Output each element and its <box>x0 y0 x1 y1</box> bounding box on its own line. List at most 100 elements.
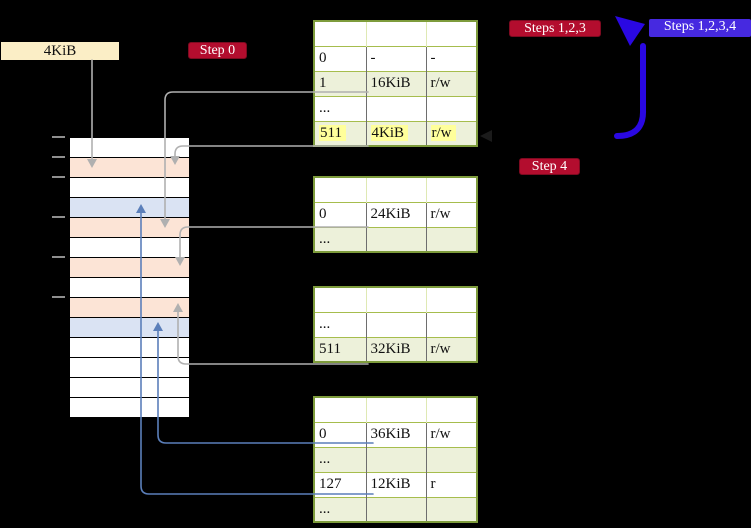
table-cell: 1 <box>314 70 366 96</box>
badge-step-4: Step 4 <box>519 158 580 175</box>
table-cell <box>365 311 426 337</box>
memory-frame-row-peach <box>70 218 189 238</box>
physical-memory-strip <box>69 137 190 418</box>
highlighted-value: 511 <box>319 124 346 141</box>
table-cell <box>365 226 426 252</box>
memory-frame-row-peach <box>70 258 189 278</box>
highlighted-value: r/w <box>430 124 456 141</box>
table-row: ... <box>314 226 477 252</box>
table-cell: r <box>425 471 477 497</box>
column-header: Flags <box>425 287 477 312</box>
address-tick <box>52 176 65 178</box>
table-cell: 4KiB <box>365 120 426 146</box>
memory-frame-row-white <box>70 178 189 198</box>
badge-step-0: Step 0 <box>188 42 247 59</box>
table-cell: - <box>365 45 426 71</box>
column-header: Index <box>320 401 357 418</box>
table-cell <box>425 446 477 472</box>
address-tick <box>52 296 65 298</box>
memory-frame-row-white <box>70 238 189 258</box>
loop-back-arrow <box>614 43 647 139</box>
table-cell <box>425 311 477 337</box>
table-cell <box>425 226 477 252</box>
table-cell: r/w <box>425 201 477 227</box>
column-header: Frame <box>365 287 426 312</box>
table-cell: ... <box>314 496 366 522</box>
column-header: Flags <box>425 397 477 422</box>
column-header: Frame <box>365 397 426 422</box>
table-cell: r/w <box>425 70 477 96</box>
table-cell: ... <box>314 446 366 472</box>
column-header: Index <box>320 25 357 42</box>
table-row: ... <box>314 311 477 337</box>
arrow-l4-idx511-to-frame-4k <box>174 145 369 157</box>
column-header: Index <box>320 181 357 198</box>
memory-frame-row-white <box>70 138 189 158</box>
table-cell: r/w <box>425 421 477 447</box>
badge-steps-1-2-3: Steps 1,2,3 <box>509 20 601 37</box>
table-cell: - <box>425 45 477 71</box>
memory-frame-row-white <box>70 338 189 358</box>
table-cell: ... <box>314 311 366 337</box>
memory-frame-row-white <box>70 278 189 298</box>
frame-size-label: 4KiB <box>1 42 119 60</box>
memory-frame-row-white <box>70 358 189 378</box>
table-row: ... <box>314 496 477 522</box>
highlighted-value: 4KiB <box>370 124 409 141</box>
return-to-table-arrow-head <box>480 130 492 142</box>
memory-frame-row-blue <box>70 198 189 218</box>
address-tick <box>52 216 65 218</box>
table-cell: 0 <box>314 45 366 71</box>
loop-back-arrow-head <box>615 16 645 46</box>
table-cell <box>365 496 426 522</box>
table-cell: ... <box>314 226 366 252</box>
table-cell: 24KiB <box>365 201 426 227</box>
table-cell: 127 <box>314 471 366 497</box>
table-cell: 32KiB <box>365 336 426 362</box>
table-cell: 16KiB <box>365 70 426 96</box>
table-cell: r/w <box>425 120 477 146</box>
table-cell: 511 <box>314 120 366 146</box>
table-cell: 0 <box>314 201 366 227</box>
column-header: Frame <box>365 177 426 202</box>
address-tick <box>52 156 65 158</box>
table-row: 0-- <box>314 45 477 71</box>
column-header: Index <box>320 291 357 308</box>
memory-frame-row-blue <box>70 318 189 338</box>
table-cell: 36KiB <box>365 421 426 447</box>
column-header: Frame <box>365 21 426 46</box>
table-cell: ... <box>314 95 366 121</box>
table-cell: r/w <box>425 336 477 362</box>
memory-frame-row-peach <box>70 158 189 178</box>
table-row: 511 4KiB r/w <box>314 120 477 146</box>
memory-frame-row-peach <box>70 298 189 318</box>
memory-frame-row-white <box>70 378 189 398</box>
table-cell <box>425 95 477 121</box>
address-tick <box>52 136 65 138</box>
memory-frame-row-white <box>70 398 189 417</box>
table-cell <box>365 95 426 121</box>
table-cell <box>365 446 426 472</box>
table-row: ... <box>314 95 477 121</box>
table-cell <box>425 496 477 522</box>
badge-steps-1-2-3-4: Steps 1,2,3,4 <box>649 19 751 37</box>
table-cell: 511 <box>314 336 366 362</box>
column-header: Flags <box>425 21 477 46</box>
table-row: ... <box>314 446 477 472</box>
